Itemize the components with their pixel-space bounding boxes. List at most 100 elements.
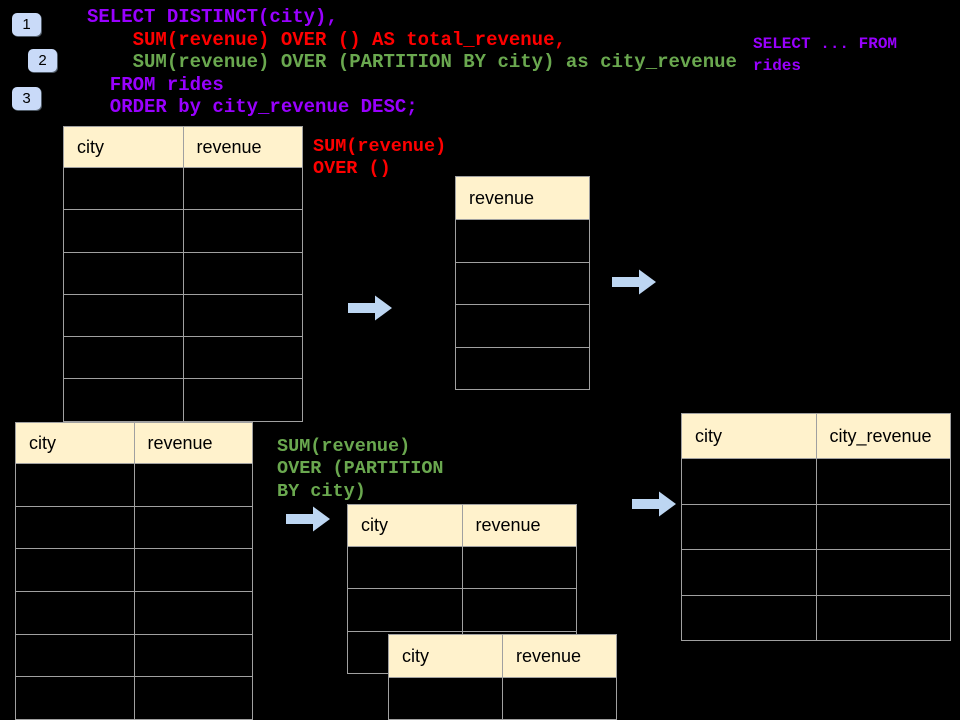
table-cell [182,209,303,253]
column-header: revenue [502,634,617,678]
table-cell [133,463,253,507]
column-header: revenue [182,126,303,168]
table-cell [15,463,135,507]
column-header: city_revenue [815,413,951,459]
table-cell [681,458,817,505]
table-cell [815,594,951,641]
table-cell [133,591,253,635]
step-badge-3: 3 [12,87,41,110]
table-cell [815,458,951,505]
column-header: revenue [461,504,577,547]
flow-arrow-icon [632,491,676,517]
table-cell [133,505,253,550]
table-cell [63,336,184,380]
column-header: city [347,504,463,547]
table-cell [15,548,135,593]
table-row [455,219,590,263]
table-cell [388,677,503,720]
table-cell [133,633,253,678]
table-cell [455,304,590,348]
table-cell [63,293,184,338]
table-cell [182,378,303,422]
table-row [681,549,951,596]
flow-arrow-icon [612,269,656,295]
table-cell [63,251,184,295]
table-cell [681,503,817,550]
table-cell [461,545,577,590]
table-row [388,677,617,720]
table-cell [455,219,590,263]
table-cell [455,261,590,305]
table-row [681,503,951,550]
table-row [455,304,590,348]
annotation-sum-over-partition: SUM(revenue) OVER (PARTITION BY city) [277,436,444,502]
column-header: revenue [133,422,253,464]
sql-line-order-by: ORDER by city_revenue DESC; [87,96,418,118]
table-cell [182,293,303,338]
table-row [455,346,590,390]
column-header: revenue [455,176,590,220]
table-cell [681,549,817,596]
annotation-sum-over-total: SUM(revenue) OVER () [313,136,447,180]
sql-code-block: SELECT DISTINCT(city), SUM(revenue) OVER… [87,6,737,119]
table-cell [347,545,463,590]
table-cell [182,336,303,380]
column-header: city [388,634,503,678]
table-header-row: revenue [455,176,590,220]
sql-line-city-revenue: SUM(revenue) OVER (PARTITION BY city) as… [87,51,737,73]
table-cell [455,346,590,390]
table-row [63,251,303,295]
table-row [15,548,253,593]
step-badge-1: 1 [12,13,41,36]
table-cell [815,503,951,550]
table-row [63,293,303,338]
table-cell [133,548,253,593]
flow-arrow-icon [286,506,330,532]
column-header: city [63,126,184,168]
table-total-revenue: revenue [455,176,590,390]
sql-snippet-select-from-rides: SELECT ... FROM rides [753,35,898,75]
column-header: city [15,422,135,464]
table-row [347,588,577,632]
table-cell [133,676,253,720]
table-cell [15,676,135,720]
table-cell [182,251,303,295]
table-cell [63,166,184,211]
table-row [15,633,253,678]
column-header: city [681,413,817,459]
sql-line-from: FROM rides [87,73,224,96]
step-badge-2: 2 [28,49,57,72]
table-cell [15,633,135,678]
table-cell [502,677,617,720]
table-row [63,166,303,211]
table-row [15,505,253,550]
table-cell [347,588,463,632]
table-row [455,261,590,305]
sql-line-select: SELECT DISTINCT(city), [87,6,338,28]
table-cell [815,549,951,596]
sql-line-total-revenue: SUM(revenue) OVER () AS total_revenue, [87,28,566,51]
table-cell [681,594,817,641]
table-cell [63,209,184,253]
table-row [63,378,303,422]
table-row [15,591,253,635]
table-row [681,594,951,641]
table-row [63,209,303,253]
table-row [681,458,951,505]
table-row [15,463,253,507]
flow-arrow-icon [348,295,392,321]
table-cell [15,591,135,635]
table-cell [461,588,577,632]
table-row [347,545,577,590]
table-cell [15,505,135,550]
